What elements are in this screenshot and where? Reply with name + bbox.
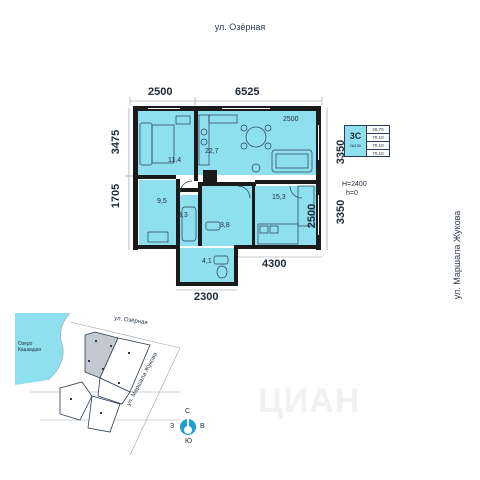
street-top-label: ул. Озёрная <box>214 22 266 32</box>
lake-label-line: Кашкадан <box>18 347 42 353</box>
floor-level: h=0 <box>346 190 358 197</box>
dim-top-left: 2500 <box>148 86 173 98</box>
apartment-code-box: 3С №130 <box>345 126 367 156</box>
dim-left-upper: 3475 <box>110 129 122 155</box>
dim-inner-top: 2500 <box>283 116 299 123</box>
dimension-lines <box>125 97 328 291</box>
site-plan <box>15 312 181 456</box>
compass-south: Ю <box>185 438 193 445</box>
lake-label: Озеро Кашкадан <box>18 341 41 353</box>
dim-right-inner: 2500 <box>306 203 318 229</box>
compass-east: В <box>200 423 205 430</box>
heights-block: H=2400 h=0 <box>342 180 367 198</box>
compass-north: С <box>185 408 191 415</box>
lake-label-line: Озеро <box>18 341 33 347</box>
apartment-number: №130 <box>350 143 361 148</box>
dim-left-lower: 1705 <box>110 183 122 209</box>
room-area-kitchen-living: 22,7 <box>205 148 219 155</box>
room-area-wc: 4,1 <box>202 258 212 265</box>
dim-bottom-right: 4300 <box>262 258 287 270</box>
lake <box>15 313 70 385</box>
apartment-code: 3С <box>349 131 362 141</box>
compass-rose <box>180 418 196 435</box>
area-value: 26,70 <box>367 126 389 134</box>
area-value: 70,10 <box>367 134 389 142</box>
room-area-bathroom: 3,3 <box>178 212 188 219</box>
compass-west: З <box>170 423 175 430</box>
dim-bottom-left: 2300 <box>194 291 219 303</box>
room-area-corridor: 3,8 <box>220 222 230 229</box>
area-value: 70,10 <box>367 142 389 150</box>
apartment-areas: 26,70 70,10 70,10 70,10 <box>367 126 389 156</box>
dim-top-right: 6525 <box>235 86 260 98</box>
room-area-bedroom-left: 11,4 <box>168 157 182 164</box>
cian-watermark: ЦИАН <box>258 382 361 420</box>
room-area-hall: 9,5 <box>157 198 167 205</box>
room-area-bedroom-right: 15,3 <box>272 194 286 201</box>
apartment-info-card: 3С №130 26,70 70,10 70,10 70,10 <box>344 125 390 157</box>
furniture <box>139 114 315 279</box>
ceiling-height: H=2400 <box>342 181 367 188</box>
windows <box>148 108 319 235</box>
area-value: 70,10 <box>372 151 384 156</box>
dim-right-lower: 3350 <box>335 199 347 225</box>
room-fills <box>136 111 316 282</box>
